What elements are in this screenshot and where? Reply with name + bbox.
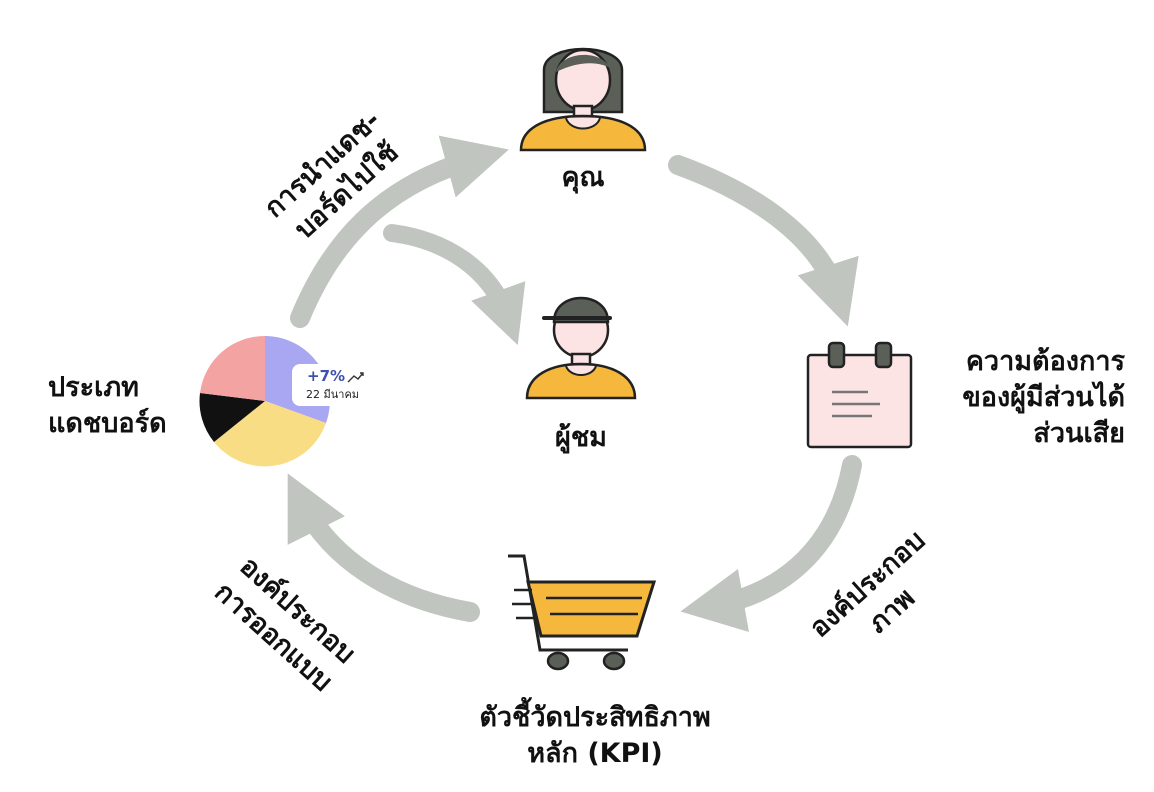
shopping-cart-icon: [508, 554, 657, 671]
node-kpi-label: ตัวชี้วัดประสิทธิภาพ หลัก (KPI): [479, 702, 711, 769]
arrow-you-to-needs: [668, 155, 859, 327]
node-stakeholder-needs-label: ความต้องการ ของผู้มีส่วนได้ ส่วนเสีย: [962, 346, 1125, 449]
arrow-kpi-to-dashboard: [287, 473, 480, 622]
pie-chart-icon: [199, 335, 372, 467]
node-dashboard-type-label: ประเภท แดชบอร์ด: [48, 372, 167, 439]
person-woman-icon: [519, 47, 647, 152]
pie-badge-date: 22 มีนาคม: [306, 388, 360, 401]
notepad-icon: [806, 341, 913, 449]
arrow-to-viewer: [383, 224, 526, 346]
node-you-label: คุณ: [561, 162, 605, 193]
pie-badge: [292, 364, 372, 406]
person-cap-icon: [525, 296, 637, 400]
pie-badge-value: +7%: [307, 367, 346, 385]
trend-up-icon: [347, 372, 364, 383]
arrow-needs-to-kpi: [680, 455, 862, 633]
arrow-dashboard-to-you: [290, 135, 509, 328]
node-viewer-label: ผู้ชม: [555, 422, 607, 453]
